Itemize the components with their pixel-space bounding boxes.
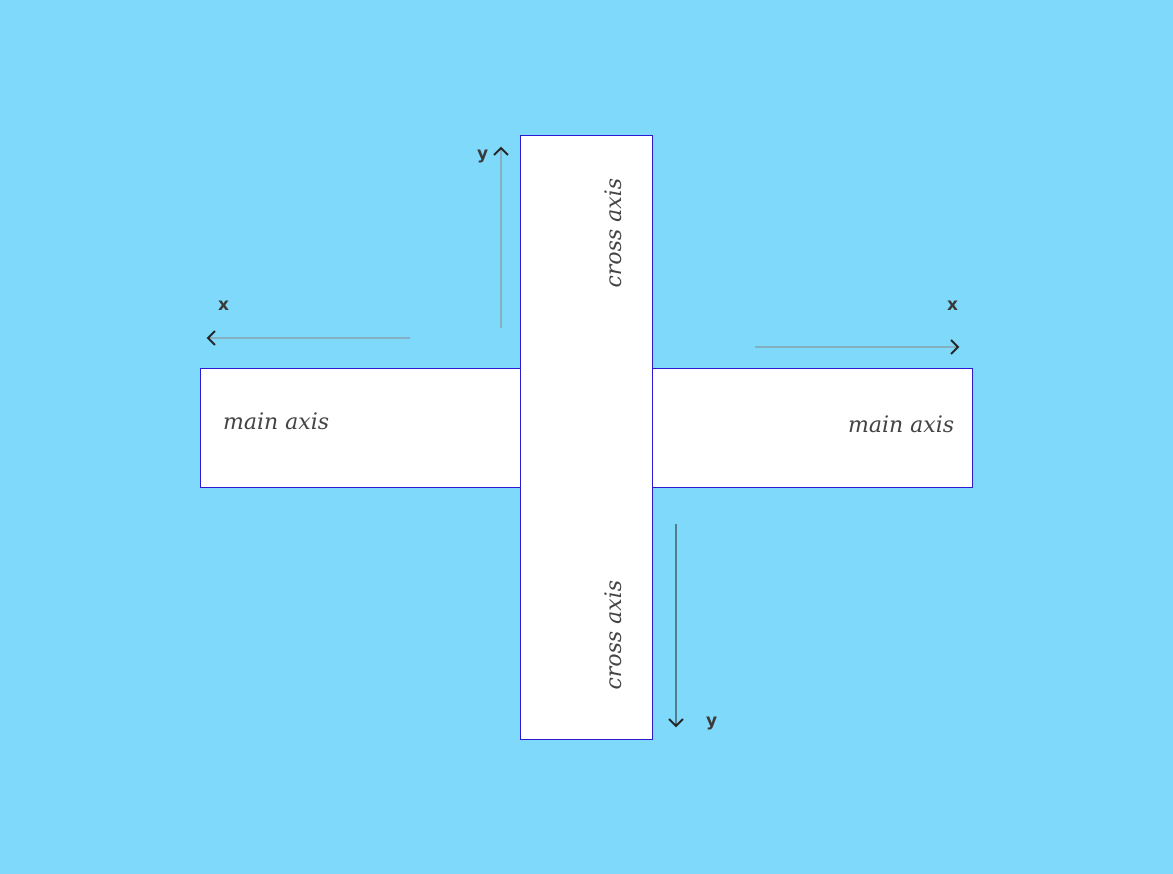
x-axis-label-left: x <box>218 295 229 315</box>
y-axis-label-top: y <box>477 144 489 164</box>
down-arrow-icon <box>668 524 684 728</box>
left-arrow-icon <box>206 330 410 346</box>
bar-intersection <box>521 369 652 487</box>
main-axis-label-left: main axis <box>223 410 330 435</box>
y-axis-label-bottom: y <box>706 711 718 731</box>
x-axis-label-right: x <box>947 295 958 315</box>
up-arrow-icon <box>493 146 509 328</box>
main-axis-label-right: main axis <box>848 413 955 438</box>
right-arrow-icon <box>755 339 960 355</box>
